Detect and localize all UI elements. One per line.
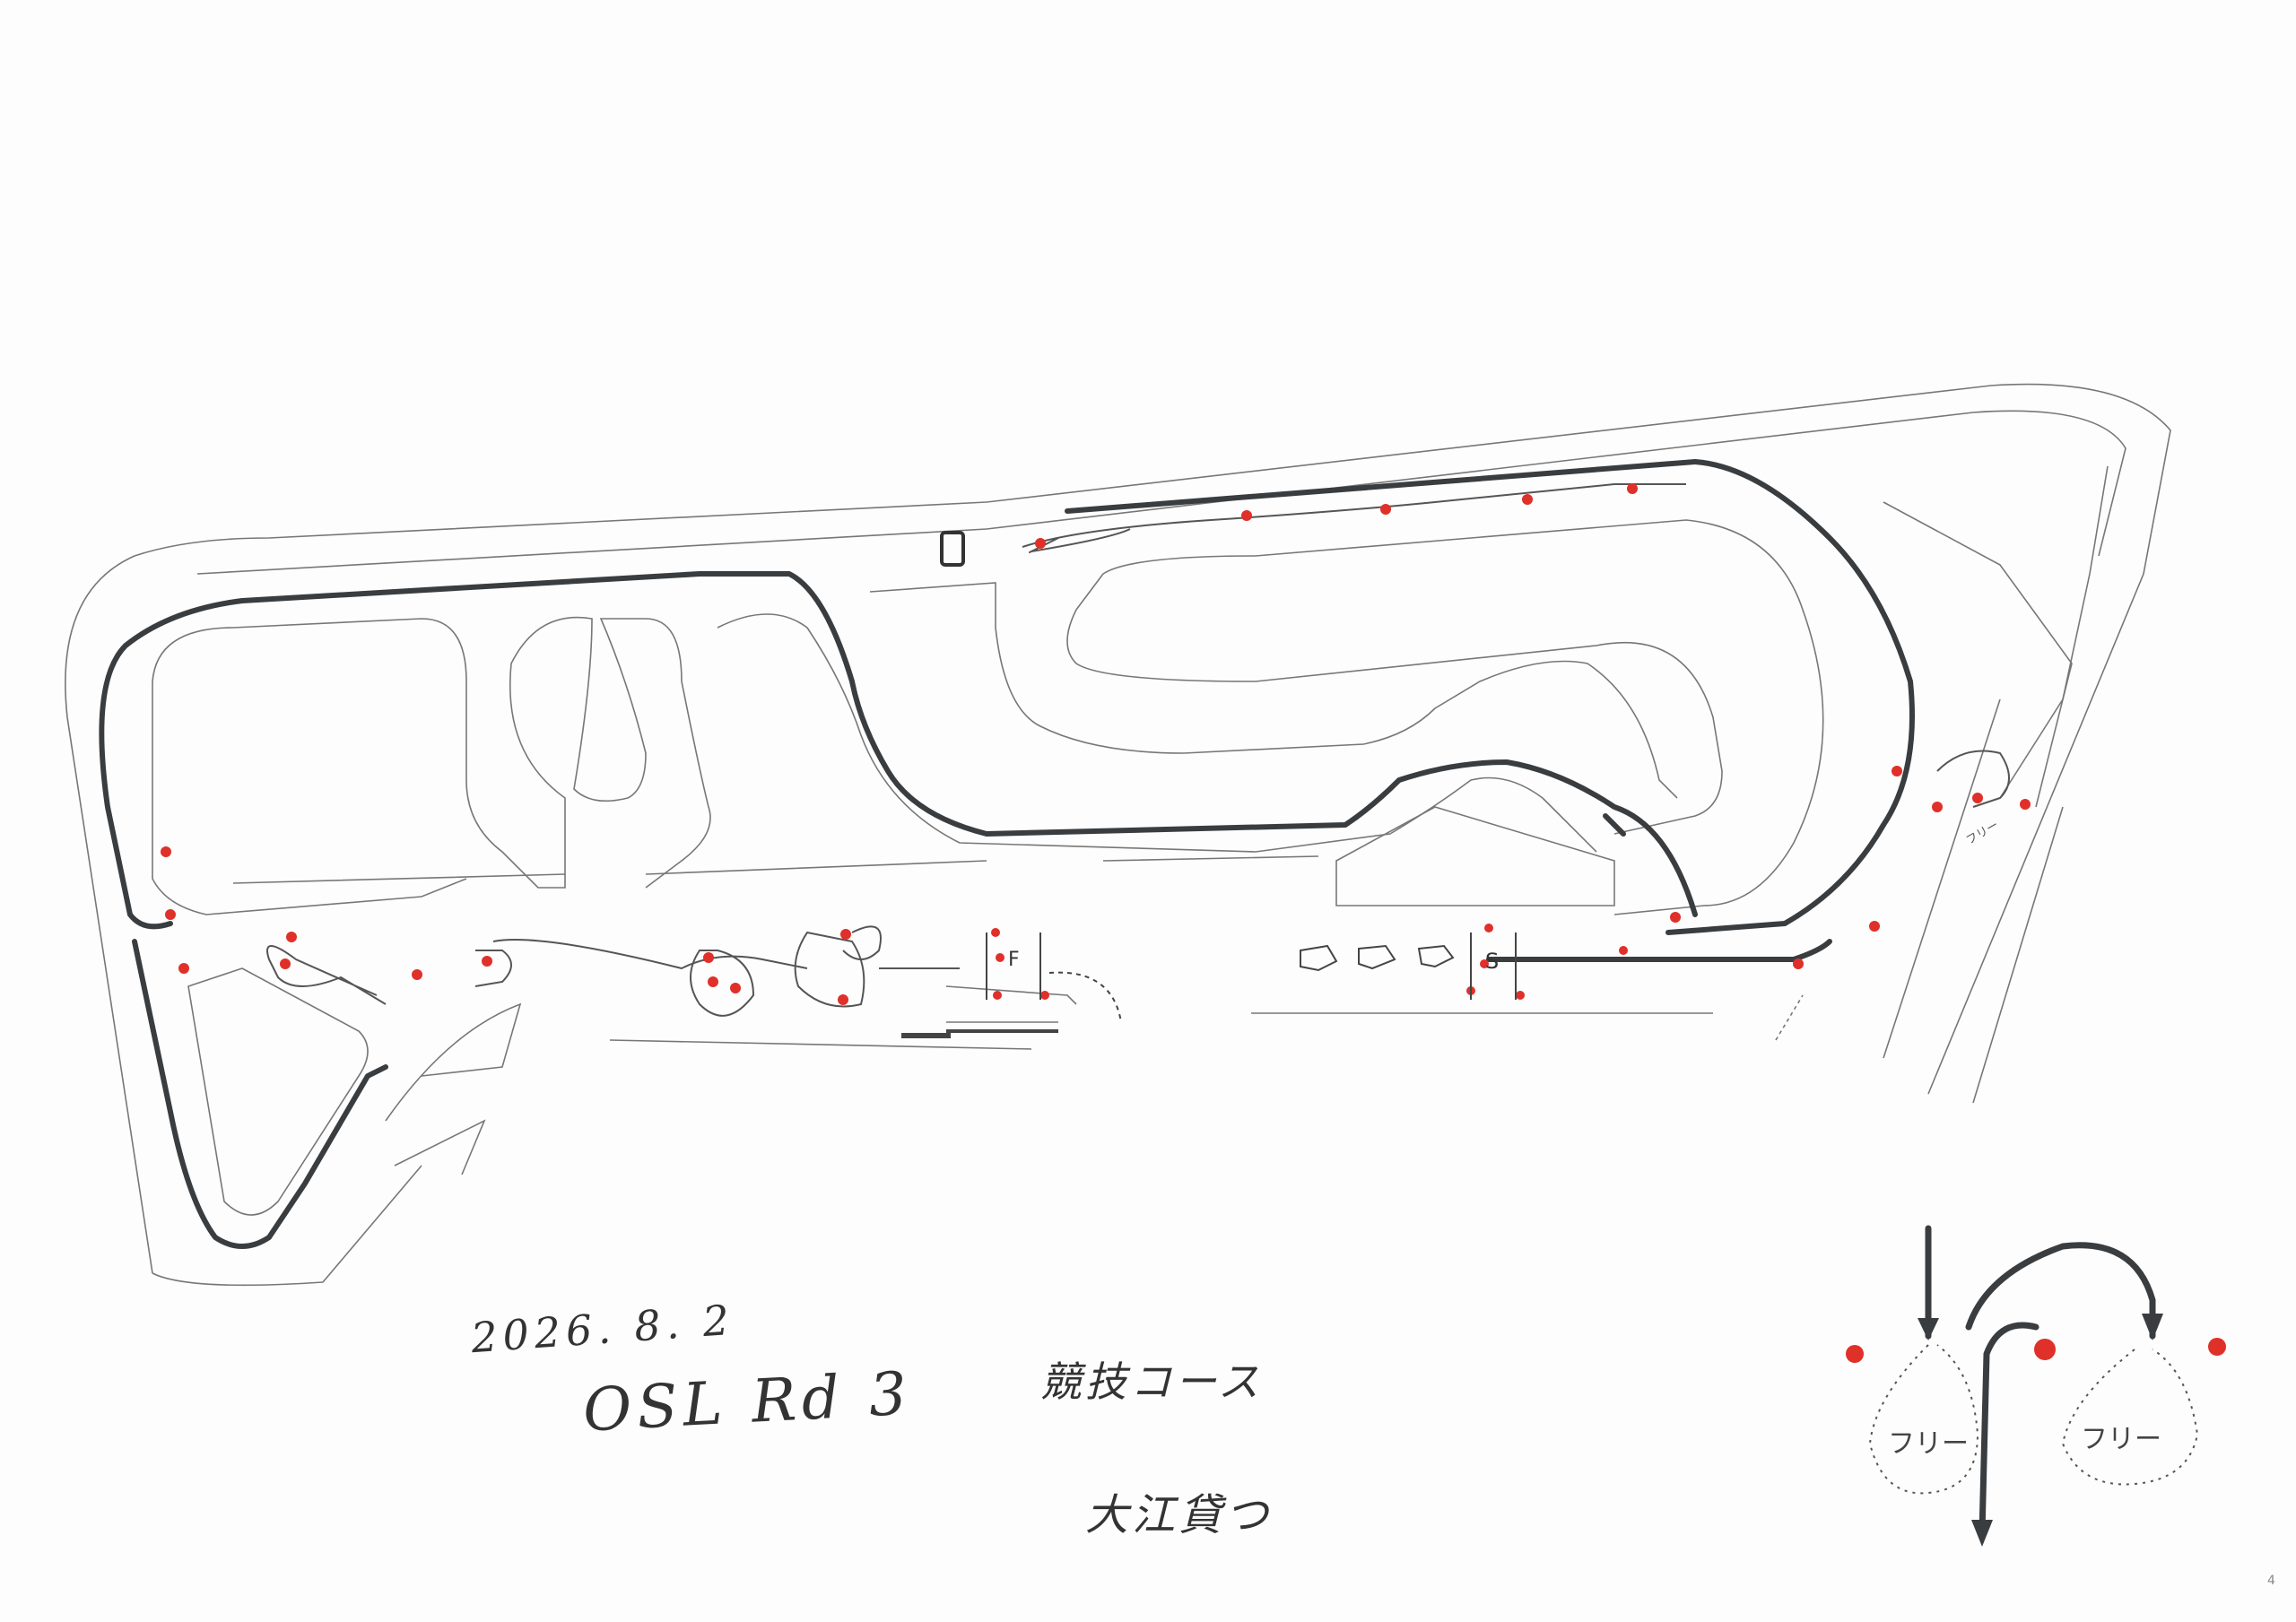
cone-2 <box>1358 944 1396 970</box>
legend-arrow-inner <box>1979 1322 2039 1537</box>
finish-post <box>986 932 1041 1000</box>
author-name: 大江貸つ <box>1085 1490 1273 1540</box>
legend-free-left <box>1868 1344 1979 1495</box>
pylon <box>1670 912 1681 923</box>
central-channel-inner <box>869 582 1678 799</box>
pylon <box>996 953 1004 962</box>
control-box <box>940 531 965 567</box>
right-diagonal-2 <box>1972 806 2064 1104</box>
route-central-return <box>99 571 1698 930</box>
pylon <box>280 958 291 969</box>
outer-top-inner <box>196 410 2126 575</box>
pylon <box>993 991 1002 1000</box>
pylon <box>1627 483 1638 494</box>
pylons <box>161 483 2031 1005</box>
free-legend-diagram <box>1925 1225 2156 1537</box>
right-lane-1 <box>1883 501 2073 808</box>
pylon <box>1619 946 1628 955</box>
right-hairpin <box>1066 609 1723 835</box>
finish-marker: F <box>1008 949 1020 971</box>
legend-pylon-left <box>1846 1345 1864 1363</box>
lower-exit-2 <box>394 1119 486 1175</box>
legend-pylon-center <box>2034 1339 2056 1360</box>
route-left-down <box>132 939 388 1249</box>
lower-left-triangle <box>187 967 369 1216</box>
route-mid-loop-2 <box>794 931 865 1008</box>
course-title: 競技コース <box>1040 1357 1263 1406</box>
pylon <box>1516 991 1525 1000</box>
pylon <box>1484 924 1493 932</box>
pylon <box>412 969 422 980</box>
pylon <box>703 952 714 963</box>
pylon <box>991 928 1000 937</box>
pylon <box>1932 802 1943 812</box>
route-top-thin <box>1022 483 1686 553</box>
bottom-straight-left <box>232 855 1319 884</box>
start-post <box>1470 932 1517 1000</box>
infield-left-outer <box>152 681 467 915</box>
legend-arrowheads <box>1918 1314 2163 1547</box>
legend-free-right-label: フリー <box>2081 1424 2161 1455</box>
paddock-line-2 <box>609 1039 1032 1050</box>
right-lane-2 <box>1999 465 2109 799</box>
pylon <box>482 956 492 967</box>
cone-3 <box>1417 944 1455 968</box>
pylon <box>1869 921 1880 932</box>
paddock-line-1 <box>945 985 1077 1005</box>
route-mid-loop-3 <box>842 925 882 960</box>
pylon <box>1040 991 1049 1000</box>
route-center-arrow <box>1603 813 1626 837</box>
bottom-strip <box>1335 806 1615 906</box>
finish-dashed <box>1048 971 1122 1023</box>
pylon <box>708 976 718 987</box>
route-left-loops <box>266 939 960 1005</box>
pylon <box>838 994 848 1005</box>
central-channel <box>717 613 1597 853</box>
pylon <box>840 929 851 940</box>
pylon <box>1480 959 1489 968</box>
pylon <box>1793 958 1804 969</box>
pylon <box>178 963 189 974</box>
pylon <box>165 909 176 920</box>
pylon <box>1380 504 1391 515</box>
outer-boundary <box>65 383 2171 1287</box>
right-hairpin-outer <box>1075 519 1824 915</box>
start-marker: S <box>1485 949 1500 974</box>
pylon <box>1035 538 1046 549</box>
pylon <box>2020 799 2031 810</box>
cone-1 <box>1300 944 1338 972</box>
route-bottom-return <box>1486 939 1832 962</box>
pylon <box>1241 510 1252 521</box>
pylon <box>286 932 297 942</box>
page-number: 4 <box>2267 1574 2275 1588</box>
pylon <box>1972 793 1983 803</box>
legend-free-left-label: フリー <box>1888 1428 1969 1460</box>
lower-exit <box>385 1002 522 1122</box>
pylon <box>1892 766 1902 776</box>
legend-pylon-right <box>2208 1338 2226 1356</box>
route-top-straight <box>1065 459 1698 514</box>
route-mid-loop-1 <box>690 950 755 1017</box>
right-diagonal <box>1883 698 2001 1059</box>
pylon <box>730 983 741 993</box>
infield-left-loop <box>152 616 711 889</box>
pylon <box>161 846 171 857</box>
legend-arrow-u <box>1965 1242 2156 1340</box>
right-dashed <box>1775 994 1804 1041</box>
route-free-loop <box>1936 750 2010 808</box>
pylon <box>1522 494 1533 505</box>
route-right-sweep <box>1665 459 1915 935</box>
